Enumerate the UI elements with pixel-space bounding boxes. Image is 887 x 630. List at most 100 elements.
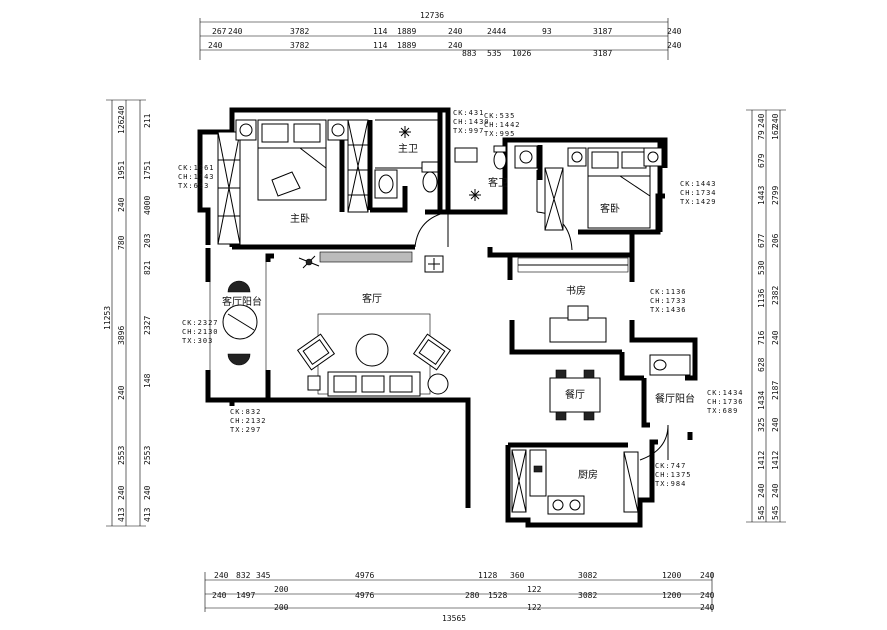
bottom-dim: 240 (700, 603, 715, 612)
top-dimensions: 12736 267 240 3782 114 1889 240 2444 93 … (199, 11, 682, 60)
bottom-dim: 1528 (488, 591, 507, 600)
top-dim: 3782 (290, 27, 309, 36)
left-dim: 240 (117, 105, 126, 120)
left-total-dim: 11253 (103, 306, 112, 330)
plant-icon (428, 258, 440, 270)
spec-kitchen-tx: TX:984 (655, 480, 686, 488)
bottom-dim: 200 (274, 603, 289, 612)
spec-guest-bath-tx: TX:995 (484, 130, 515, 138)
top-dim: 93 (542, 27, 552, 36)
right-dim: 1412 (757, 451, 766, 470)
top-dim: 3187 (593, 27, 612, 36)
right-dim: 240 (757, 113, 766, 128)
top-dim: 3187 (593, 49, 612, 58)
right-dim: 206 (771, 233, 780, 248)
right-dim: 162 (771, 125, 780, 140)
bottom-dim: 1128 (478, 571, 497, 580)
top-dim: 240 (667, 27, 682, 36)
right-dim: 240 (771, 330, 780, 345)
right-dim: 1434 (757, 391, 766, 410)
right-dim: 716 (757, 330, 766, 345)
plant-icon (298, 255, 320, 269)
bottom-total-dim: 13565 (442, 614, 466, 623)
spec-dining-balcony-tx: TX:689 (707, 407, 738, 415)
bottom-dim: 4976 (355, 591, 374, 600)
bottom-dimensions: 240 832 345 200 4976 1128 360 3082 1200 … (204, 571, 715, 623)
right-dim: 2382 (771, 286, 780, 305)
top-dim: 1889 (397, 41, 416, 50)
floor-drain-icon (399, 126, 411, 138)
dining-furniture (549, 354, 691, 421)
bottom-dim: 200 (274, 585, 289, 594)
spec-master-bedroom-tx: TX:683 (178, 182, 209, 190)
right-dim: 628 (757, 357, 766, 372)
left-dim: 2553 (117, 446, 126, 465)
left-dim: 413 (117, 507, 126, 522)
spec-master-bedroom-ch: CH:1743 (178, 173, 215, 181)
right-dim: 677 (757, 233, 766, 248)
top-dim: 883 (462, 49, 477, 58)
left-dim: 1951 (117, 161, 126, 180)
left-dimensions: 11253 240 126 1951 240 780 3896 240 2553… (103, 99, 152, 527)
living-room-furniture (209, 251, 452, 397)
left-dim: 240 (143, 485, 152, 500)
spec-dining-balcony-ch: CH:1736 (707, 398, 744, 406)
top-dim: 240 (667, 41, 682, 50)
room-label-living-balcony: 客厅阳台 (222, 295, 262, 308)
spec-dining-balcony-ck: CK:1434 (707, 389, 744, 397)
spec-master-bedroom-ck: CK:1961 (178, 164, 215, 172)
bottom-dim: 832 (236, 571, 251, 580)
kitchen-furniture (511, 449, 639, 515)
top-dim: 240 (448, 41, 463, 50)
spec-kitchen-ch: CH:1375 (655, 471, 692, 479)
spec-kitchen-window-tx: TX:297 (230, 426, 261, 434)
floor-drain-icon (469, 189, 481, 201)
left-dim: 780 (117, 235, 126, 250)
spec-guest-bedroom-ch: CH:1734 (680, 189, 717, 197)
spec-guest-bedroom-tx: TX:1429 (680, 198, 717, 206)
bottom-dim: 3082 (578, 591, 597, 600)
bottom-dim: 1497 (236, 591, 255, 600)
top-dim: 535 (487, 49, 502, 58)
spec-living-balcony-tx: TX:303 (182, 337, 213, 345)
left-dim: 413 (143, 507, 152, 522)
left-dim: 4000 (143, 196, 152, 215)
left-dim: 240 (117, 197, 126, 212)
bottom-dim: 240 (212, 591, 227, 600)
bottom-dim: 1200 (662, 571, 681, 580)
right-dimensions: 240 79 679 1443 677 530 1136 716 628 143… (746, 109, 786, 523)
right-dim: 79 (757, 130, 766, 140)
guest-bedroom-furniture (544, 147, 663, 231)
left-dim: 126 (117, 119, 126, 134)
room-label-master-bath: 主卫 (398, 143, 418, 155)
armchair-icon (296, 333, 336, 371)
bottom-dim: 122 (527, 603, 542, 612)
room-label-kitchen: 厨房 (578, 468, 598, 481)
left-dim: 240 (117, 485, 126, 500)
master-bedroom-furniture (217, 119, 369, 245)
armchair-icon (412, 333, 452, 371)
top-dim: 267 (212, 27, 227, 36)
bottom-dim: 345 (256, 571, 271, 580)
room-label-study: 书房 (566, 284, 586, 297)
room-label-guest-bedroom: 客卧 (600, 202, 620, 215)
top-dim: 1889 (397, 27, 416, 36)
top-total-dim: 12736 (420, 11, 444, 20)
left-dim: 203 (143, 233, 152, 248)
spec-study-tx: TX:1436 (650, 306, 687, 314)
spec-guest-bath-ck: CK:535 (484, 112, 515, 120)
spec-guest-bedroom-ck: CK:1443 (680, 180, 717, 188)
bottom-dim: 3082 (578, 571, 597, 580)
right-dim: 325 (757, 417, 766, 432)
top-dim: 240 (448, 27, 463, 36)
spec-living-balcony-ck: CK:2327 (182, 319, 219, 327)
doors (414, 211, 669, 461)
room-label-dining-balcony: 餐厅阳台 (655, 392, 695, 405)
bottom-dim: 240 (700, 591, 715, 600)
left-dim: 3896 (117, 326, 126, 345)
top-dim: 3782 (290, 41, 309, 50)
top-dim: 114 (373, 27, 388, 36)
right-dim: 240 (757, 483, 766, 498)
study-furniture (517, 257, 629, 343)
right-dim: 545 (757, 505, 766, 520)
